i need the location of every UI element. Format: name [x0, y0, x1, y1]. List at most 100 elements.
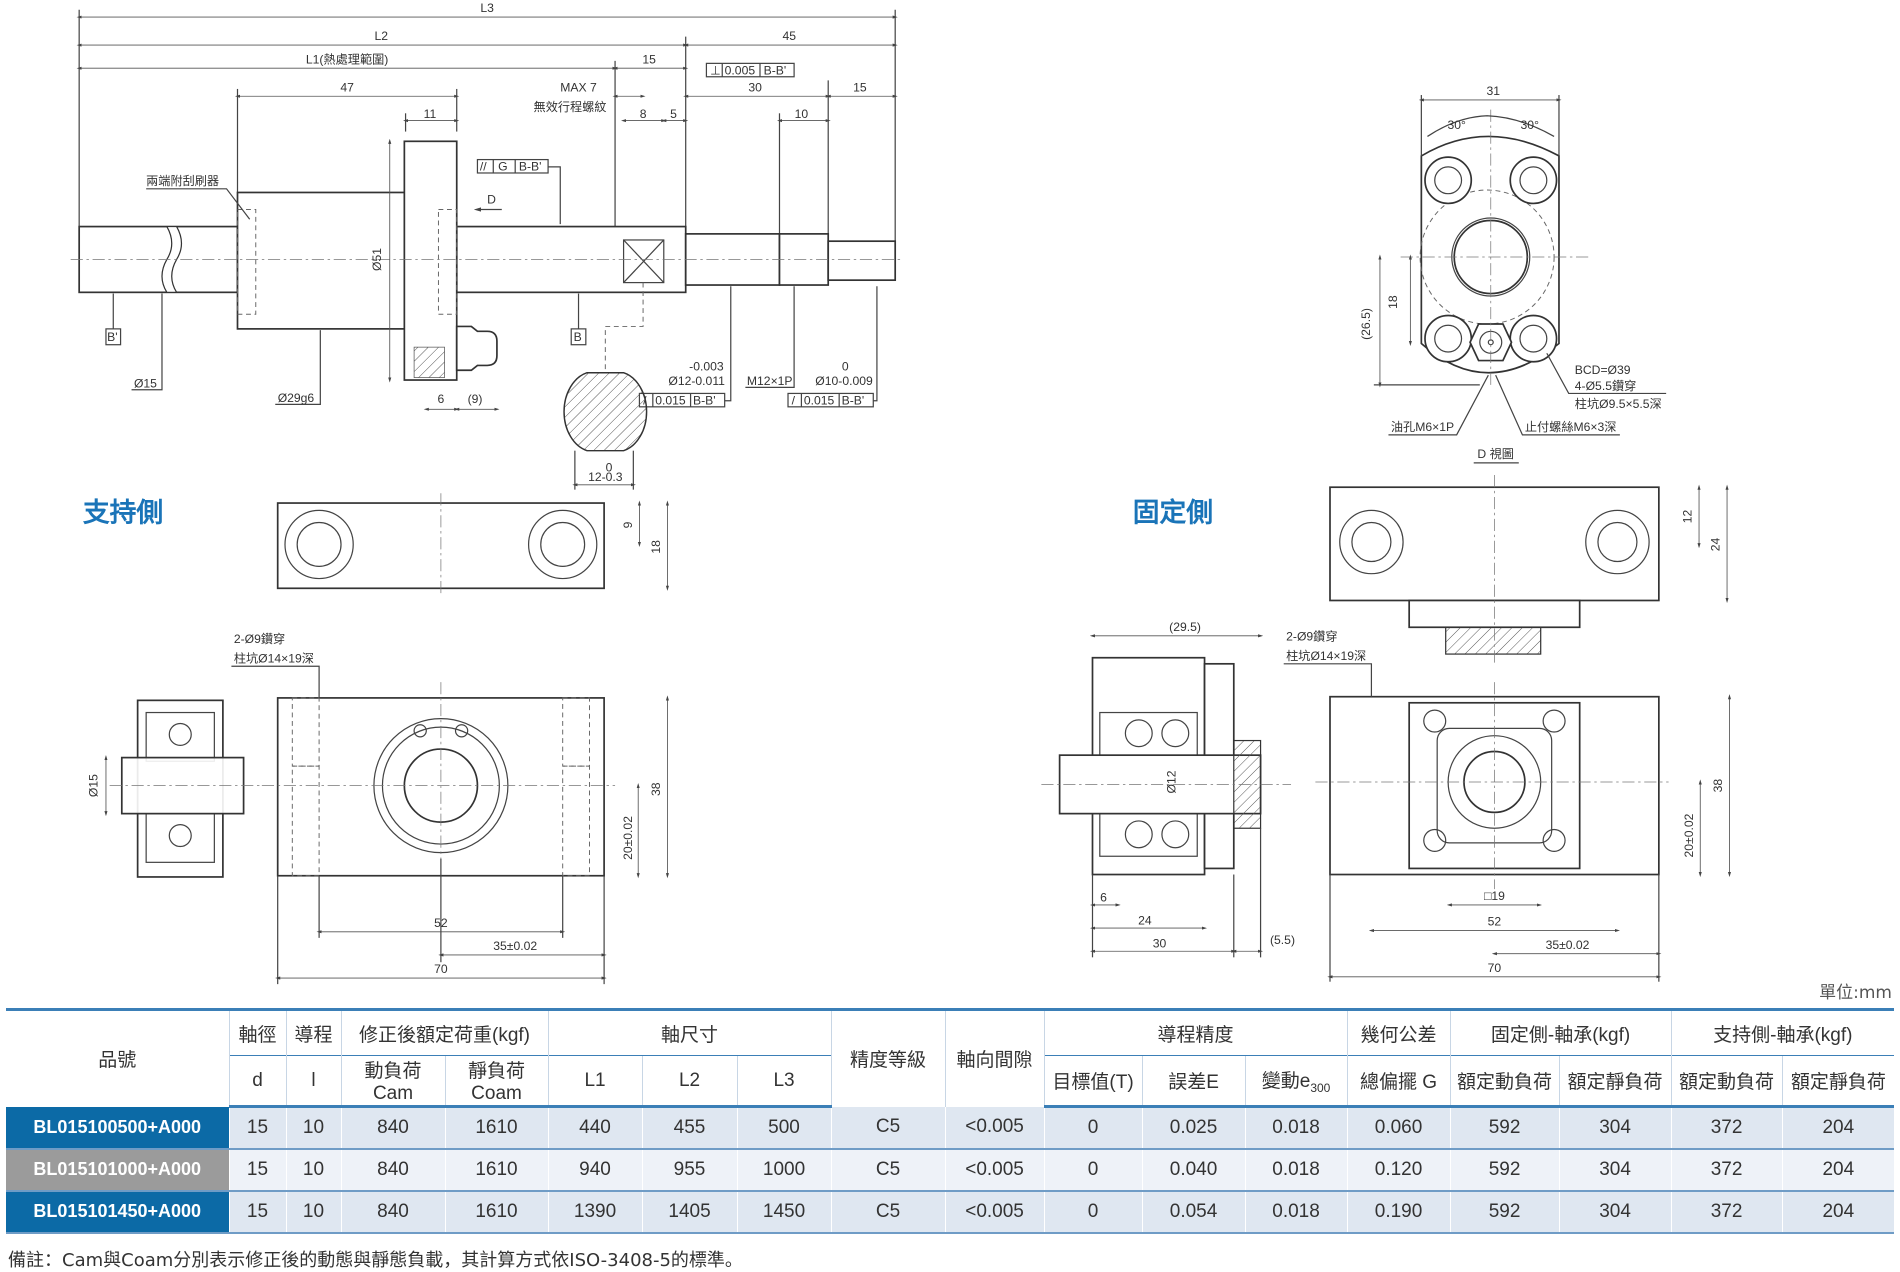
datum-B: B	[574, 330, 582, 344]
dview-dim-31: 31	[1486, 84, 1500, 98]
fixed-dim-sq19: □19	[1484, 889, 1505, 903]
dim-9: (9)	[468, 392, 483, 406]
table-cell: 0.025	[1141, 1106, 1246, 1150]
support-dim-38: 38	[649, 782, 663, 796]
table-cell: 840	[340, 1190, 445, 1234]
fixed-dim-70: 70	[1488, 961, 1502, 975]
col-L2: L2	[641, 1055, 738, 1108]
table-cell: 1610	[444, 1148, 549, 1192]
table-cell: 0.054	[1141, 1190, 1246, 1234]
col-shaft: 軸尺寸	[547, 1008, 832, 1056]
table-cell: 0.190	[1346, 1190, 1451, 1234]
dim-phi15: Ø15	[134, 376, 157, 390]
table-cell: 440	[547, 1106, 643, 1150]
datum-B-prime: B'	[107, 330, 117, 344]
runout2-symbol: /	[792, 393, 796, 407]
col-L3: L3	[736, 1055, 832, 1108]
ball-screw-side-view: L3 L2 45 L1(熱處理範圍) 15 ⊥ 0.005 B-B' 47 MA…	[70, 1, 904, 490]
table-cell: C5	[830, 1106, 946, 1150]
table-cell: C5	[830, 1190, 946, 1234]
coam-label: 靜負荷	[468, 1061, 526, 1082]
dim-10: 10	[795, 107, 809, 121]
dim-m12: M12×1P	[747, 374, 793, 388]
col-grade: 精度等級	[830, 1008, 946, 1107]
runout2-datum: B-B'	[842, 393, 865, 407]
col-load: 修正後額定荷重(kgf)	[340, 1008, 549, 1056]
table-cell: 372	[1670, 1190, 1783, 1234]
table-cell: 10	[285, 1190, 341, 1234]
fixed-counterbore-label: 柱坑Ø14×19深	[1286, 648, 1366, 663]
parallel-datum: B-B'	[519, 160, 542, 174]
support-dim-20: 20±0.02	[621, 816, 635, 860]
runout-datum: B-B'	[693, 393, 716, 407]
table-cell: 0.120	[1346, 1148, 1451, 1192]
oil-hole-label: 油孔M6×1P	[1391, 420, 1454, 434]
counterbore-label: 柱坑Ø9.5×5.5深	[1575, 396, 1662, 411]
support-side-unit: 支持側 9 18 Ø15 2-Ø9鑽穿 柱坑Ø14×19深 52 35±0.02…	[83, 493, 669, 985]
dim-L1: L1(熱處理範圍)	[306, 51, 388, 66]
table-cell: 372	[1670, 1106, 1783, 1150]
col-geometric: 幾何公差	[1346, 1008, 1451, 1056]
table-cell: 0.018	[1244, 1106, 1348, 1150]
table-cell: 0.060	[1346, 1106, 1451, 1150]
cam-symbol: Cam	[372, 1083, 414, 1104]
dim-phi10: Ø10-0.009	[815, 374, 873, 388]
table-cell: <0.005	[944, 1190, 1045, 1234]
variation-subscript: 300	[1310, 1080, 1331, 1095]
table-cell: 592	[1449, 1148, 1560, 1192]
table-cell: 1610	[444, 1106, 549, 1150]
support-counterbore-label: 柱坑Ø14×19深	[234, 651, 314, 666]
dview-angle-right: 30°	[1521, 118, 1540, 132]
support-dim-70: 70	[434, 962, 448, 976]
table-cell: 0	[1043, 1106, 1143, 1150]
support-dim-18: 18	[649, 540, 663, 554]
col-lead-accuracy: 導程精度	[1043, 1008, 1348, 1056]
fixed-dim-30: 30	[1153, 937, 1167, 951]
dim-L3: L3	[480, 1, 494, 15]
table-cell: 940	[547, 1148, 643, 1192]
fixed-holes-label: 2-Ø9鑽穿	[1286, 629, 1337, 644]
dim-30: 30	[748, 80, 762, 94]
fixed-side-title: 固定側	[1133, 496, 1213, 527]
table-cell: 0	[1043, 1148, 1143, 1192]
col-fixed-bearing: 固定側-軸承(kgf)	[1449, 1008, 1672, 1056]
perp-value: 0.005	[725, 63, 756, 77]
col-dia: 軸徑	[228, 1008, 286, 1056]
fixed-dim-35: 35±0.02	[1546, 938, 1590, 952]
spec-table: 品號 軸徑 導程 修正後額定荷重(kgf) 軸尺寸 精度等級 軸向間隙 導程精度…	[6, 1008, 1895, 1234]
col-support-bearing: 支持側-軸承(kgf)	[1670, 1008, 1895, 1056]
table-cell: 304	[1558, 1148, 1672, 1192]
fixed-dim-phi12: Ø12	[1164, 770, 1178, 793]
nut-d-view: 31 30° 30° 18 (26.5) BCD=Ø39 4-Ø5.5鑽穿 柱坑…	[1359, 84, 1667, 464]
table-cell: <0.005	[944, 1148, 1045, 1192]
table-cell: 1000	[736, 1148, 832, 1192]
fixed-dim-12: 12	[1681, 509, 1695, 523]
table-cell: 0.018	[1244, 1148, 1348, 1192]
col-l: l	[285, 1055, 341, 1108]
dim-L2: L2	[374, 29, 388, 43]
support-dim-52: 52	[434, 916, 448, 930]
dview-title: D 視圖	[1477, 446, 1513, 461]
table-cell: 15	[228, 1106, 286, 1150]
fixed-dim-24: 24	[1709, 537, 1723, 551]
col-backlash: 軸向間隙	[944, 1008, 1045, 1107]
table-cell: 0.040	[1141, 1148, 1246, 1192]
datum-bb: B-B'	[764, 63, 787, 77]
dim-45: 45	[782, 29, 796, 43]
col-part: 品號	[6, 1008, 229, 1107]
tol-phi12-upper: -0.003	[689, 359, 724, 373]
table-cell: 455	[641, 1106, 738, 1150]
col-fixed-dynamic: 額定動負荷	[1449, 1055, 1560, 1108]
fixed-dim-24b: 24	[1138, 913, 1152, 927]
wiper-label: 兩端附刮刷器	[146, 174, 219, 188]
max7-label: MAX 7	[560, 80, 597, 94]
table-cell: 840	[340, 1148, 445, 1192]
section-width: 12-0.3	[588, 470, 623, 484]
support-side-title: 支持側	[83, 497, 163, 527]
runout-value: 0.015	[655, 393, 686, 407]
col-L1: L1	[547, 1055, 643, 1108]
technical-drawing: L3 L2 45 L1(熱處理範圍) 15 ⊥ 0.005 B-B' 47 MA…	[70, 1, 1732, 985]
